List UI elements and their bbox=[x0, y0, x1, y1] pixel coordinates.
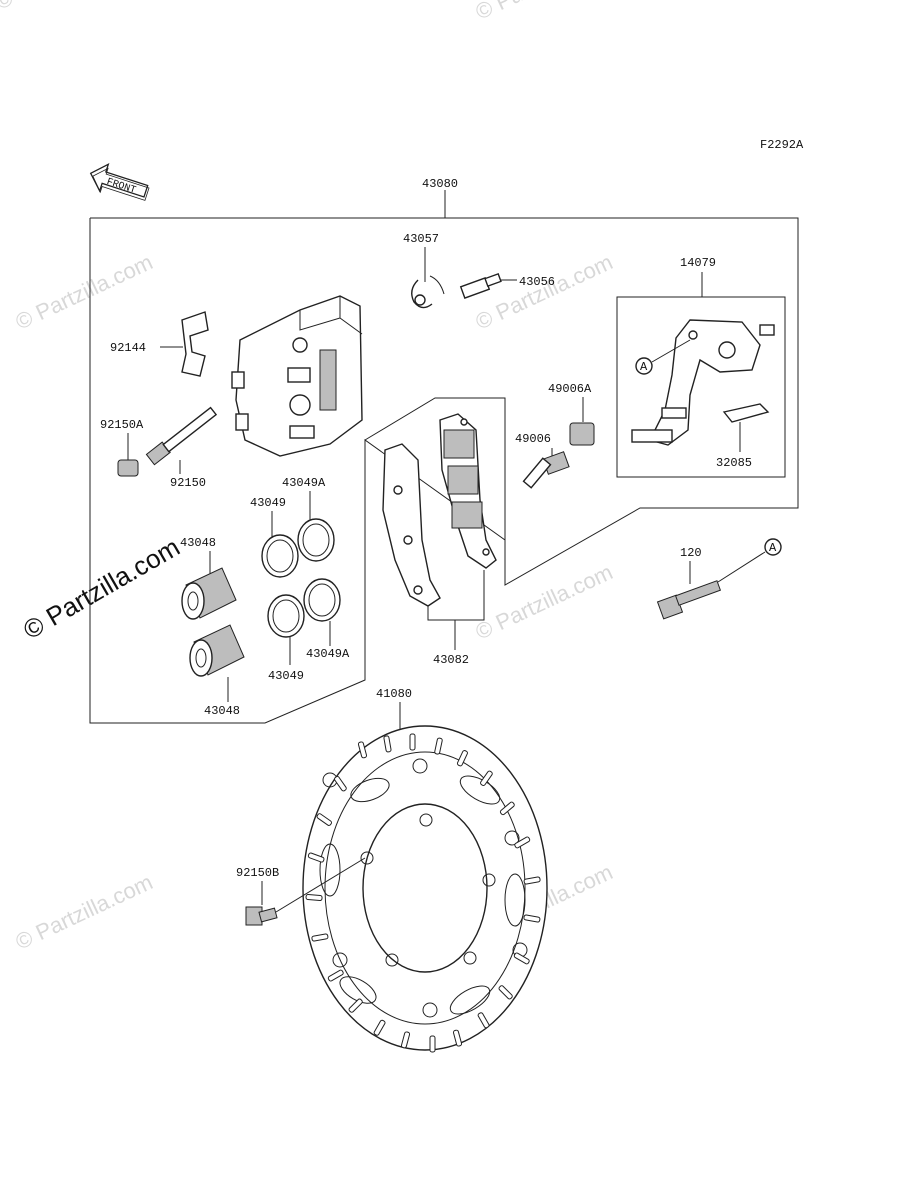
callout-43048-top: 43048 bbox=[180, 536, 216, 550]
boot-icon bbox=[569, 422, 595, 446]
piston-icon bbox=[189, 624, 245, 677]
leader-line bbox=[427, 570, 485, 621]
brake-pad-icon bbox=[439, 413, 497, 569]
callout-43049a-bottom: 43049A bbox=[306, 647, 350, 661]
callout-49006a: 49006A bbox=[548, 382, 592, 396]
bleed-valve-icon bbox=[459, 272, 502, 299]
side-watermark: © Partzilla.com bbox=[18, 532, 185, 646]
holder-box bbox=[616, 296, 786, 478]
figure-code: F2292A bbox=[760, 138, 804, 152]
callout-43082: 43082 bbox=[433, 653, 469, 667]
callout-14079: 14079 bbox=[680, 256, 716, 270]
holder-bracket-icon bbox=[631, 319, 775, 446]
piston-icon bbox=[181, 567, 237, 620]
front-arrow-icon: FRONT bbox=[89, 163, 150, 201]
disc-slots bbox=[305, 733, 541, 1053]
callout-43080: 43080 bbox=[422, 177, 458, 191]
pin-cap-icon bbox=[117, 459, 139, 477]
callout-92150: 92150 bbox=[170, 476, 206, 490]
slide-pin-icon bbox=[522, 451, 570, 489]
callout-92150b: 92150B bbox=[236, 866, 279, 880]
brake-pad-icon bbox=[382, 443, 441, 607]
pad-spring-icon bbox=[722, 403, 770, 423]
bolt-ref-label: A bbox=[769, 541, 777, 555]
seal-icon bbox=[297, 518, 335, 562]
seal-icon bbox=[261, 534, 299, 578]
callout-120: 120 bbox=[680, 546, 702, 560]
callout-92144: 92144 bbox=[110, 341, 146, 355]
pad-retainer-spring-icon bbox=[181, 311, 209, 377]
callout-49006: 49006 bbox=[515, 432, 551, 446]
seal-icon bbox=[303, 578, 341, 622]
callout-43049-top: 43049 bbox=[250, 496, 286, 510]
brake-disc-icon bbox=[302, 725, 548, 1053]
ref-circle bbox=[635, 357, 653, 375]
callout-43057: 43057 bbox=[403, 232, 439, 246]
watermark-text: © Partzilla.com bbox=[472, 249, 617, 334]
watermark-text: © Partzilla.com bbox=[12, 869, 157, 954]
leader-line bbox=[275, 857, 366, 913]
bolt-icon bbox=[656, 580, 722, 620]
fitting-icon bbox=[411, 275, 445, 309]
callout-43049-bottom: 43049 bbox=[268, 669, 304, 683]
seal-icon bbox=[267, 594, 305, 638]
caliper-body-icon bbox=[231, 295, 363, 457]
leader-line bbox=[651, 339, 691, 363]
callout-43056: 43056 bbox=[519, 275, 555, 289]
watermark-text: © Partzilla.com bbox=[472, 0, 617, 25]
watermark-text: © Partzilla.com bbox=[472, 559, 617, 644]
leader-line bbox=[717, 551, 766, 583]
watermark-text: © Partzilla.com bbox=[0, 0, 136, 15]
pad-group-outline bbox=[364, 397, 506, 540]
caliper-pin-icon bbox=[145, 406, 218, 466]
disc-bolt-icon bbox=[245, 906, 278, 926]
callout-92150a: 92150A bbox=[100, 418, 144, 432]
callout-43049a-top: 43049A bbox=[282, 476, 326, 490]
watermark-text: © Partzilla.com bbox=[12, 249, 157, 334]
callout-41080: 41080 bbox=[376, 687, 412, 701]
callout-32085: 32085 bbox=[716, 456, 752, 470]
callout-43048-bottom: 43048 bbox=[204, 704, 240, 718]
holder-ref-label: A bbox=[640, 360, 648, 374]
ref-circle bbox=[764, 538, 782, 556]
